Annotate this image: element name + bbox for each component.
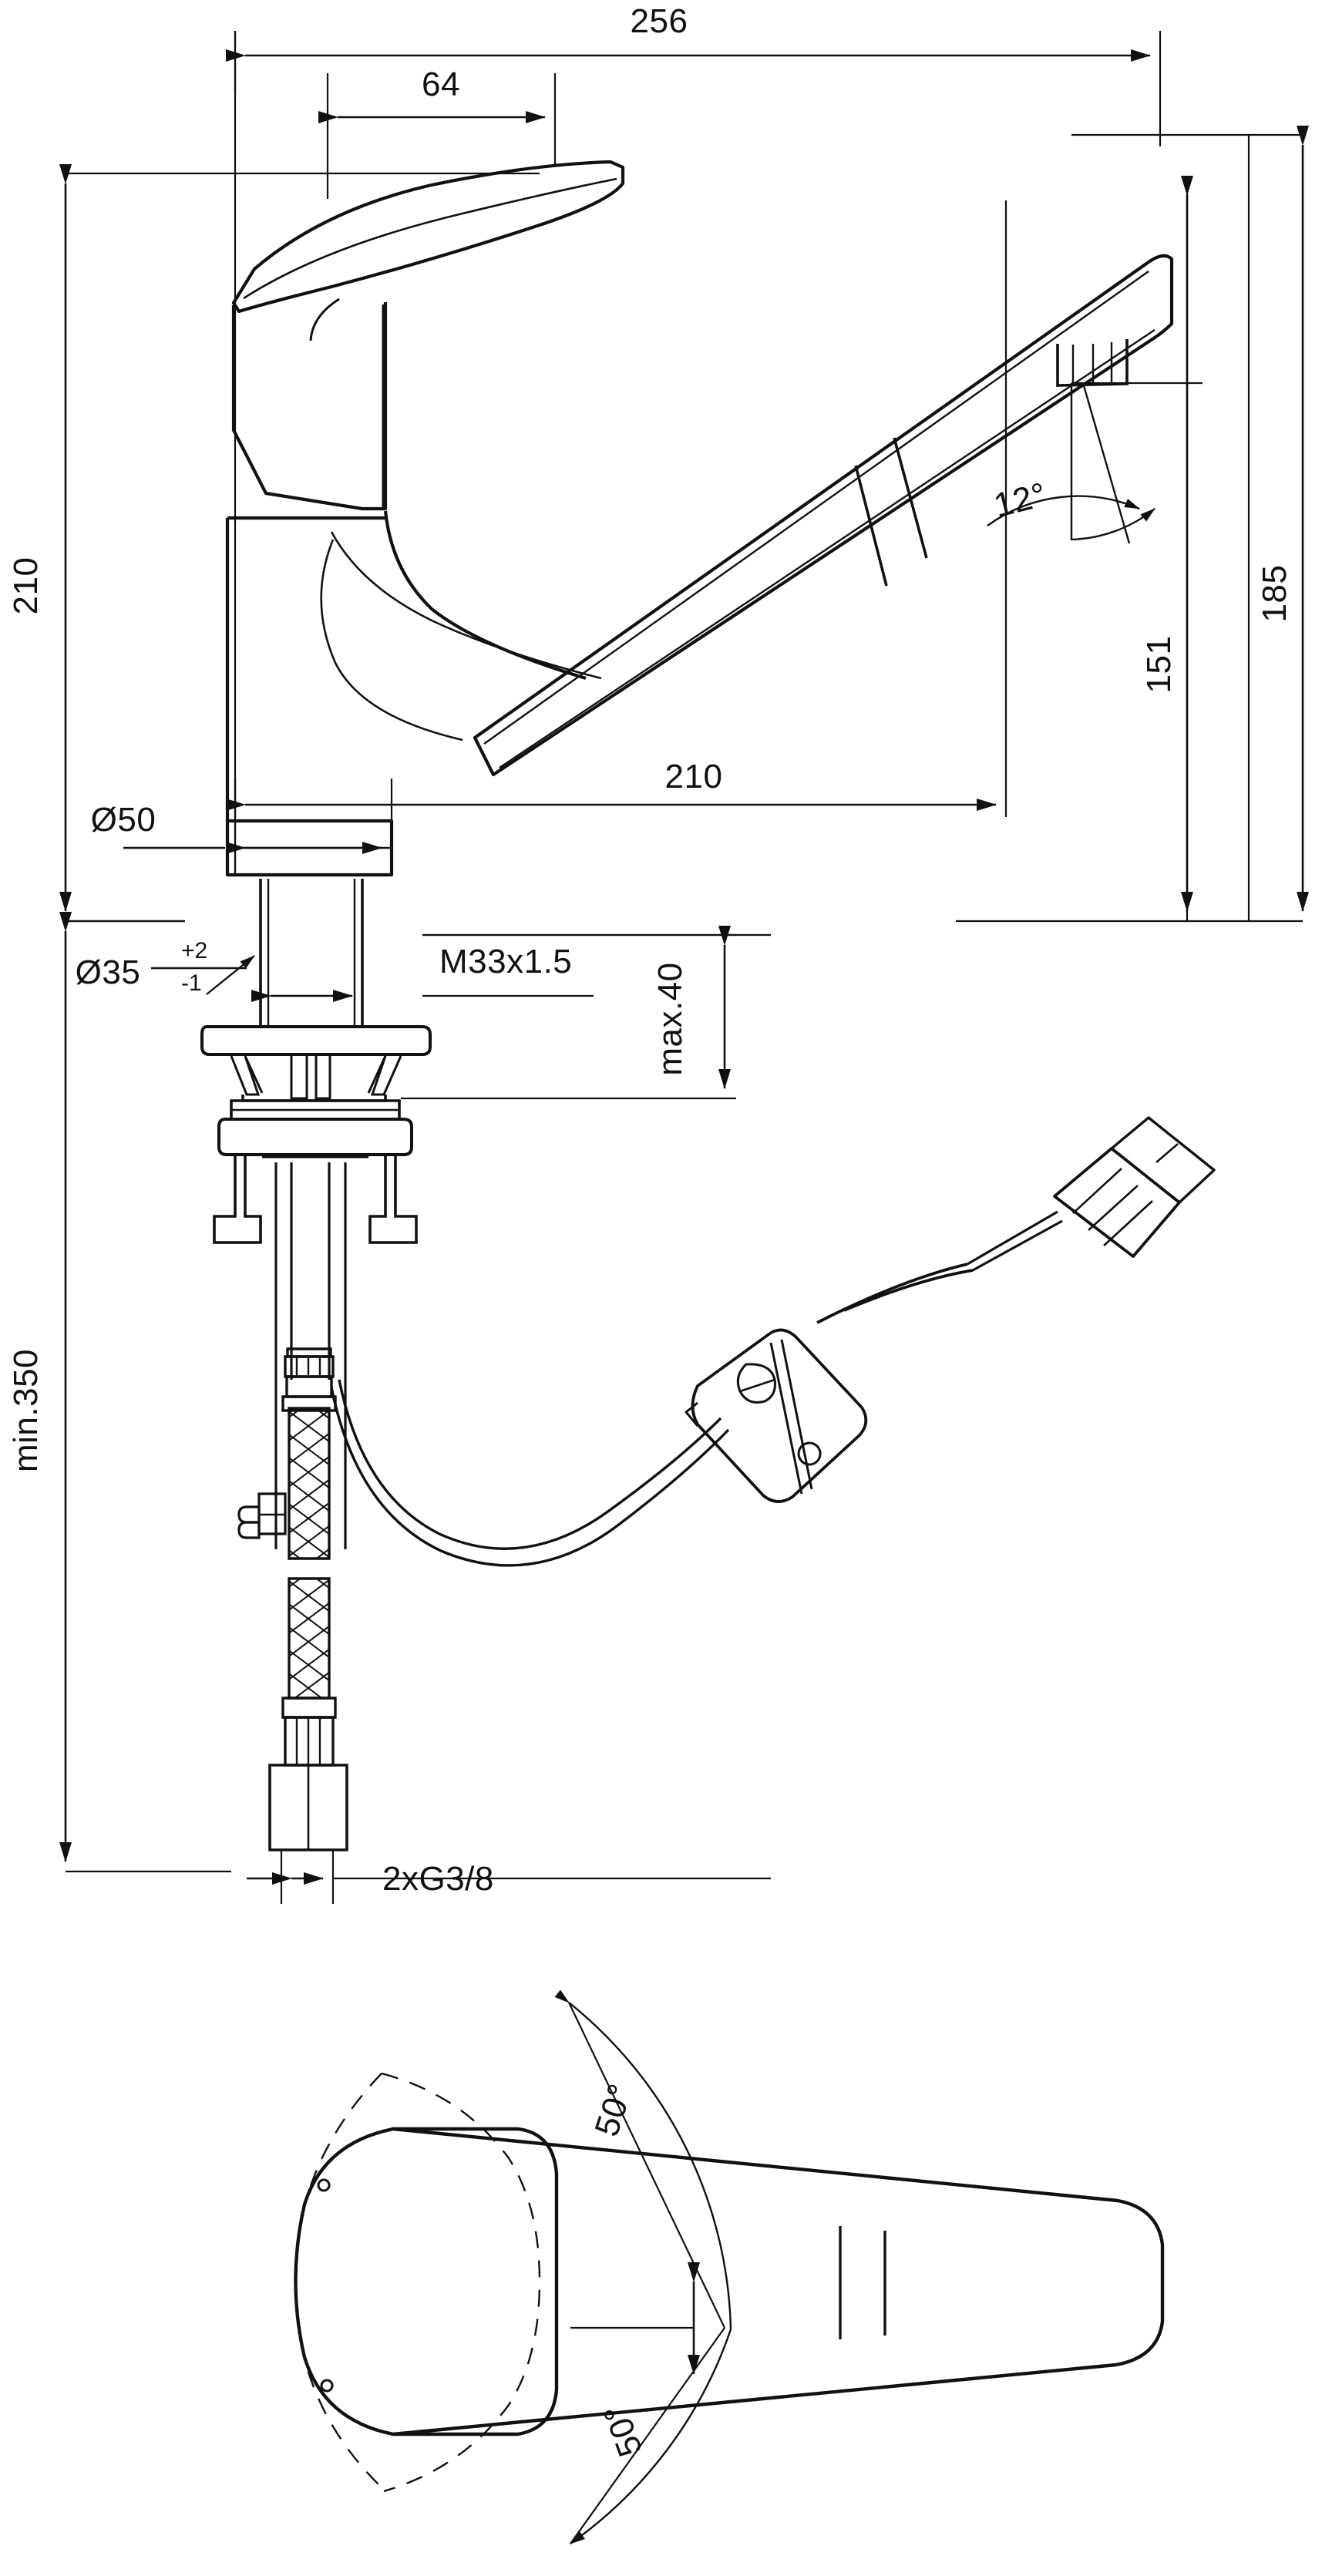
supply-hose-lower [281,1577,337,1767]
dim-label-151: 151 [1140,636,1178,694]
g38-connection-nut [268,1764,348,1851]
plan-mounting-holes [317,2178,334,2393]
plan-body-outline [294,2127,1165,2436]
dim-label-50deg-upper: 50° [587,2080,640,2141]
plan-angle-arcs [554,1989,732,2544]
dimension-lines-elevation [59,49,1309,1885]
angle-12deg [987,382,1155,544]
dim-label-210-height: 210 [7,557,45,615]
braid-hatch-upper [289,1408,329,1559]
dim-label-256: 256 [631,2,688,40]
dim-label-m33: M33x1.5 [439,943,572,980]
dim-label-min350: min.350 [7,1349,45,1472]
dim-label-185: 185 [1256,565,1293,623]
plan-swivel-envelope [294,2072,541,2493]
braid-hatch-lower [289,1579,329,1698]
dim-label-12deg: 12° [991,476,1051,525]
hose-clip [237,1492,287,1539]
pullout-spray-head [330,1116,1216,1567]
supply-hose-upper [281,1347,337,1560]
outlet-aerator [1056,339,1129,387]
dim-label-50deg-lower: 50° [597,2399,650,2462]
plan-view [294,1989,1165,2544]
dim-label-d35-tolerance-upper: +2 [181,938,207,963]
dim-label-d35-tolerance-lower: -1 [181,970,202,996]
dim-label-d50: Ø50 [91,801,156,839]
dim-label-d35: Ø35 [76,953,141,991]
spout-tube [473,254,1174,777]
tap-body-outline [225,160,625,877]
dim-label-210-reach: 210 [665,758,723,795]
dim-label-2xg38: 2xG3/8 [382,1860,494,1898]
dim-label-max40: max.40 [651,962,689,1075]
dim-label-64: 64 [422,66,460,103]
mounting-shank-assembly [200,879,432,1549]
leader-d35 [151,955,255,995]
